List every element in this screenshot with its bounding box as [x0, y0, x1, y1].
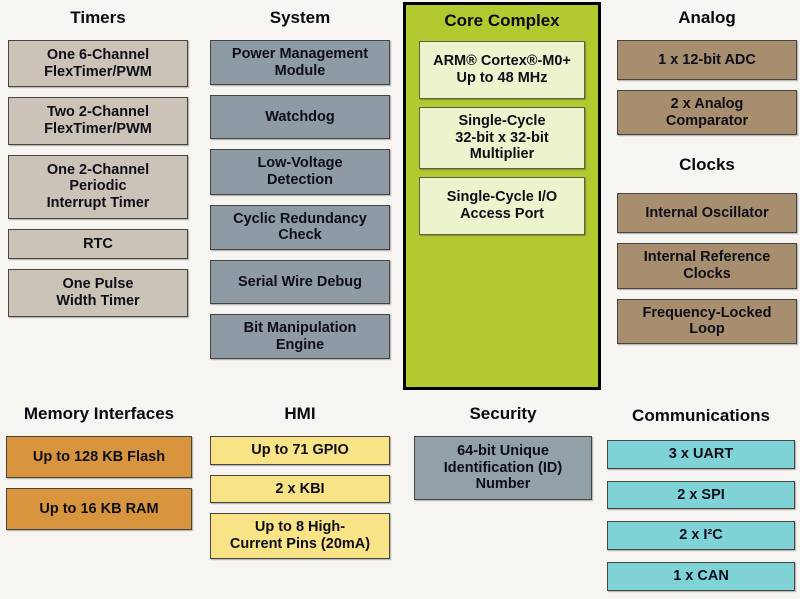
block-single-cycle-io-access-port: Single-Cycle I/O Access Port [419, 177, 585, 236]
memory-interfaces-title: Memory Interfaces [23, 404, 175, 423]
analog-clocks-section: Analog 1 x 12-bit ADC 2 x Analog Compara… [617, 6, 797, 345]
core-complex-section: Core Complex ARM® Cortex®-M0+ Up to 48 M… [403, 2, 601, 390]
block-cyclic-redundancy-check: Cyclic Redundancy Check [210, 204, 390, 251]
block-i2c: 2 x I²C [607, 521, 795, 551]
block-flash: Up to 128 KB Flash [6, 436, 192, 478]
hmi-section: HMI Up to 71 GPIO 2 x KBI Up to 8 High- … [210, 402, 390, 559]
block-watchdog: Watchdog [210, 95, 390, 140]
communications-section: Communications 3 x UART 2 x SPI 2 x I²C … [607, 404, 795, 591]
block-single-cycle-multiplier: Single-Cycle 32-bit x 32-bit Multiplier [419, 107, 585, 170]
block-frequency-locked-loop: Frequency-Locked Loop [617, 298, 797, 345]
system-section: System Power Management Module Watchdog … [210, 6, 390, 360]
core-complex-title: Core Complex [444, 11, 560, 30]
block-uart: 3 x UART [607, 440, 795, 469]
block-gpio: Up to 71 GPIO [210, 436, 390, 465]
block-high-current-pins: Up to 8 High- Current Pins (20mA) [210, 513, 390, 559]
block-two-2-channel-flextimer-pwm: Two 2-Channel FlexTimer/PWM [8, 97, 188, 145]
block-bit-manipulation-engine: Bit Manipulation Engine [210, 314, 390, 360]
clocks-title: Clocks [679, 155, 735, 175]
block-can: 1 x CAN [607, 562, 795, 591]
block-periodic-interrupt-timer: One 2-Channel Periodic Interrupt Timer [8, 154, 188, 219]
block-analog-comparator: 2 x Analog Comparator [617, 90, 797, 136]
security-title: Security [469, 404, 537, 423]
block-rtc: RTC [8, 228, 188, 260]
timers-section: Timers One 6-Channel FlexTimer/PWM Two 2… [8, 6, 188, 317]
block-low-voltage-detection: Low-Voltage Detection [210, 149, 390, 195]
memory-interfaces-section: Memory Interfaces Up to 128 KB Flash Up … [6, 402, 192, 530]
block-one-pulse-width-timer: One Pulse Width Timer [8, 269, 188, 317]
block-spi: 2 x SPI [607, 480, 795, 510]
block-one-6-channel-flextimer-pwm: One 6-Channel FlexTimer/PWM [8, 40, 188, 88]
security-section: Security 64-bit Unique Identification (I… [414, 402, 592, 501]
communications-title: Communications [632, 406, 770, 425]
block-internal-oscillator: Internal Oscillator [617, 193, 797, 234]
block-12bit-adc: 1 x 12-bit ADC [617, 40, 797, 80]
timers-title: Timers [70, 8, 126, 27]
block-ram: Up to 16 KB RAM [6, 488, 192, 530]
block-unique-id: 64-bit Unique Identification (ID) Number [414, 436, 592, 501]
block-arm-cortex-m0plus: ARM® Cortex®-M0+ Up to 48 MHz [419, 41, 585, 99]
analog-title: Analog [678, 8, 736, 27]
block-power-management-module: Power Management Module [210, 40, 390, 86]
block-internal-reference-clocks: Internal Reference Clocks [617, 243, 797, 289]
hmi-title: HMI [284, 404, 316, 423]
block-kbi: 2 x KBI [210, 474, 390, 504]
block-serial-wire-debug: Serial Wire Debug [210, 260, 390, 305]
system-title: System [269, 8, 331, 27]
